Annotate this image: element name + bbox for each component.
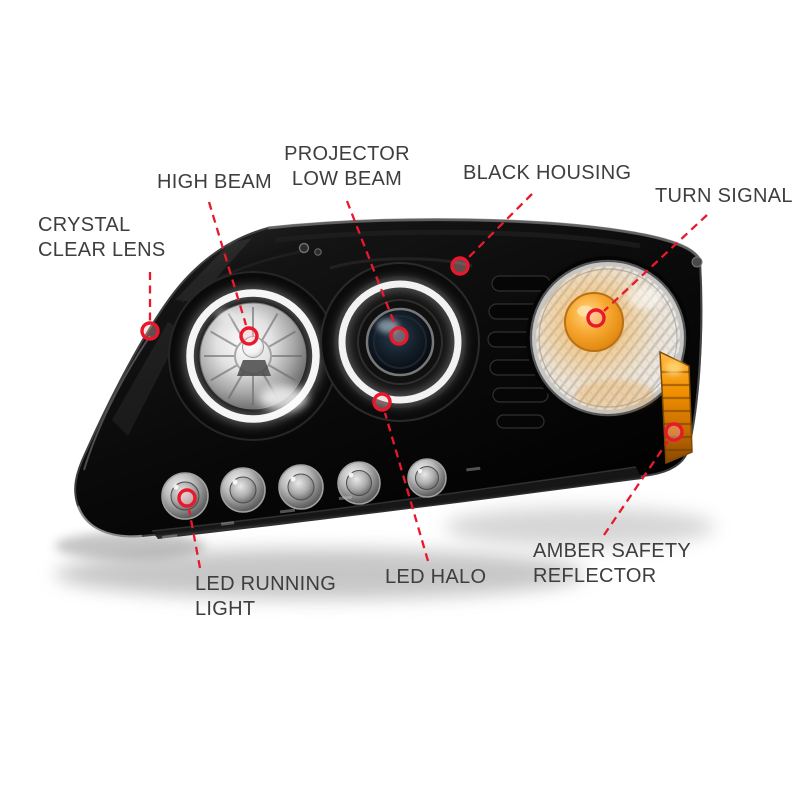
callout-label-turn-signal: TURN SIGNAL	[655, 185, 793, 207]
halo-ring-low-beam	[338, 280, 462, 404]
callout-marker-crystal-clear-lens	[140, 321, 160, 341]
adjuster-screw	[691, 256, 703, 268]
callout-label-led-running-light: LED RUNNING LIGHT	[195, 573, 337, 620]
turn-signal-lamp	[526, 256, 690, 420]
callout-marker-high-beam	[239, 326, 259, 346]
callout-line-high-beam	[207, 201, 248, 326]
breather-hole	[298, 242, 310, 254]
bulb-shield	[237, 360, 271, 376]
led-3	[278, 464, 324, 510]
callout-marker-projector-low-beam	[389, 326, 409, 346]
callout-line-led-halo	[383, 412, 430, 562]
callout-label-crystal-clear-lens: CRYSTAL CLEAR LENS	[38, 214, 166, 261]
callout-marker-led-halo	[372, 392, 392, 412]
callout-label-black-housing: BLACK HOUSING	[463, 162, 632, 184]
callout-label-high-beam: HIGH BEAM	[157, 171, 272, 193]
callout-marker-black-housing	[450, 256, 470, 276]
callout-marker-amber-safety-reflector	[664, 422, 684, 442]
callout-marker-led-running-light	[177, 488, 197, 508]
callout-label-amber-safety-reflector: AMBER SAFETY REFLECTOR	[533, 540, 692, 587]
drop-shadow	[55, 507, 715, 599]
led-4	[337, 461, 381, 505]
callout-line-amber-safety-reflector	[603, 440, 669, 536]
callout-line-led-running-light	[187, 508, 202, 569]
callout-marker-turn-signal	[586, 308, 606, 328]
led-2	[220, 467, 266, 513]
halo-ring-high-beam	[186, 289, 320, 423]
high-beam-bulb	[242, 336, 264, 358]
callout-label-projector-low-beam: PROJECTOR LOW BEAM	[284, 143, 410, 190]
housing-markings	[162, 466, 481, 539]
callout-line-projector-low-beam	[345, 200, 397, 326]
projector-low-beam-lamp	[320, 262, 480, 422]
callout-line-turn-signal	[603, 214, 708, 312]
high-beam-lamp	[168, 271, 338, 441]
led-5	[407, 458, 447, 498]
callout-lines	[148, 193, 708, 569]
led-running-lights	[151, 458, 642, 539]
callout-label-led-halo: LED HALO	[385, 566, 487, 588]
callout-markers	[140, 256, 684, 508]
callout-line-black-housing	[467, 193, 533, 259]
lens-reflection	[175, 238, 252, 302]
